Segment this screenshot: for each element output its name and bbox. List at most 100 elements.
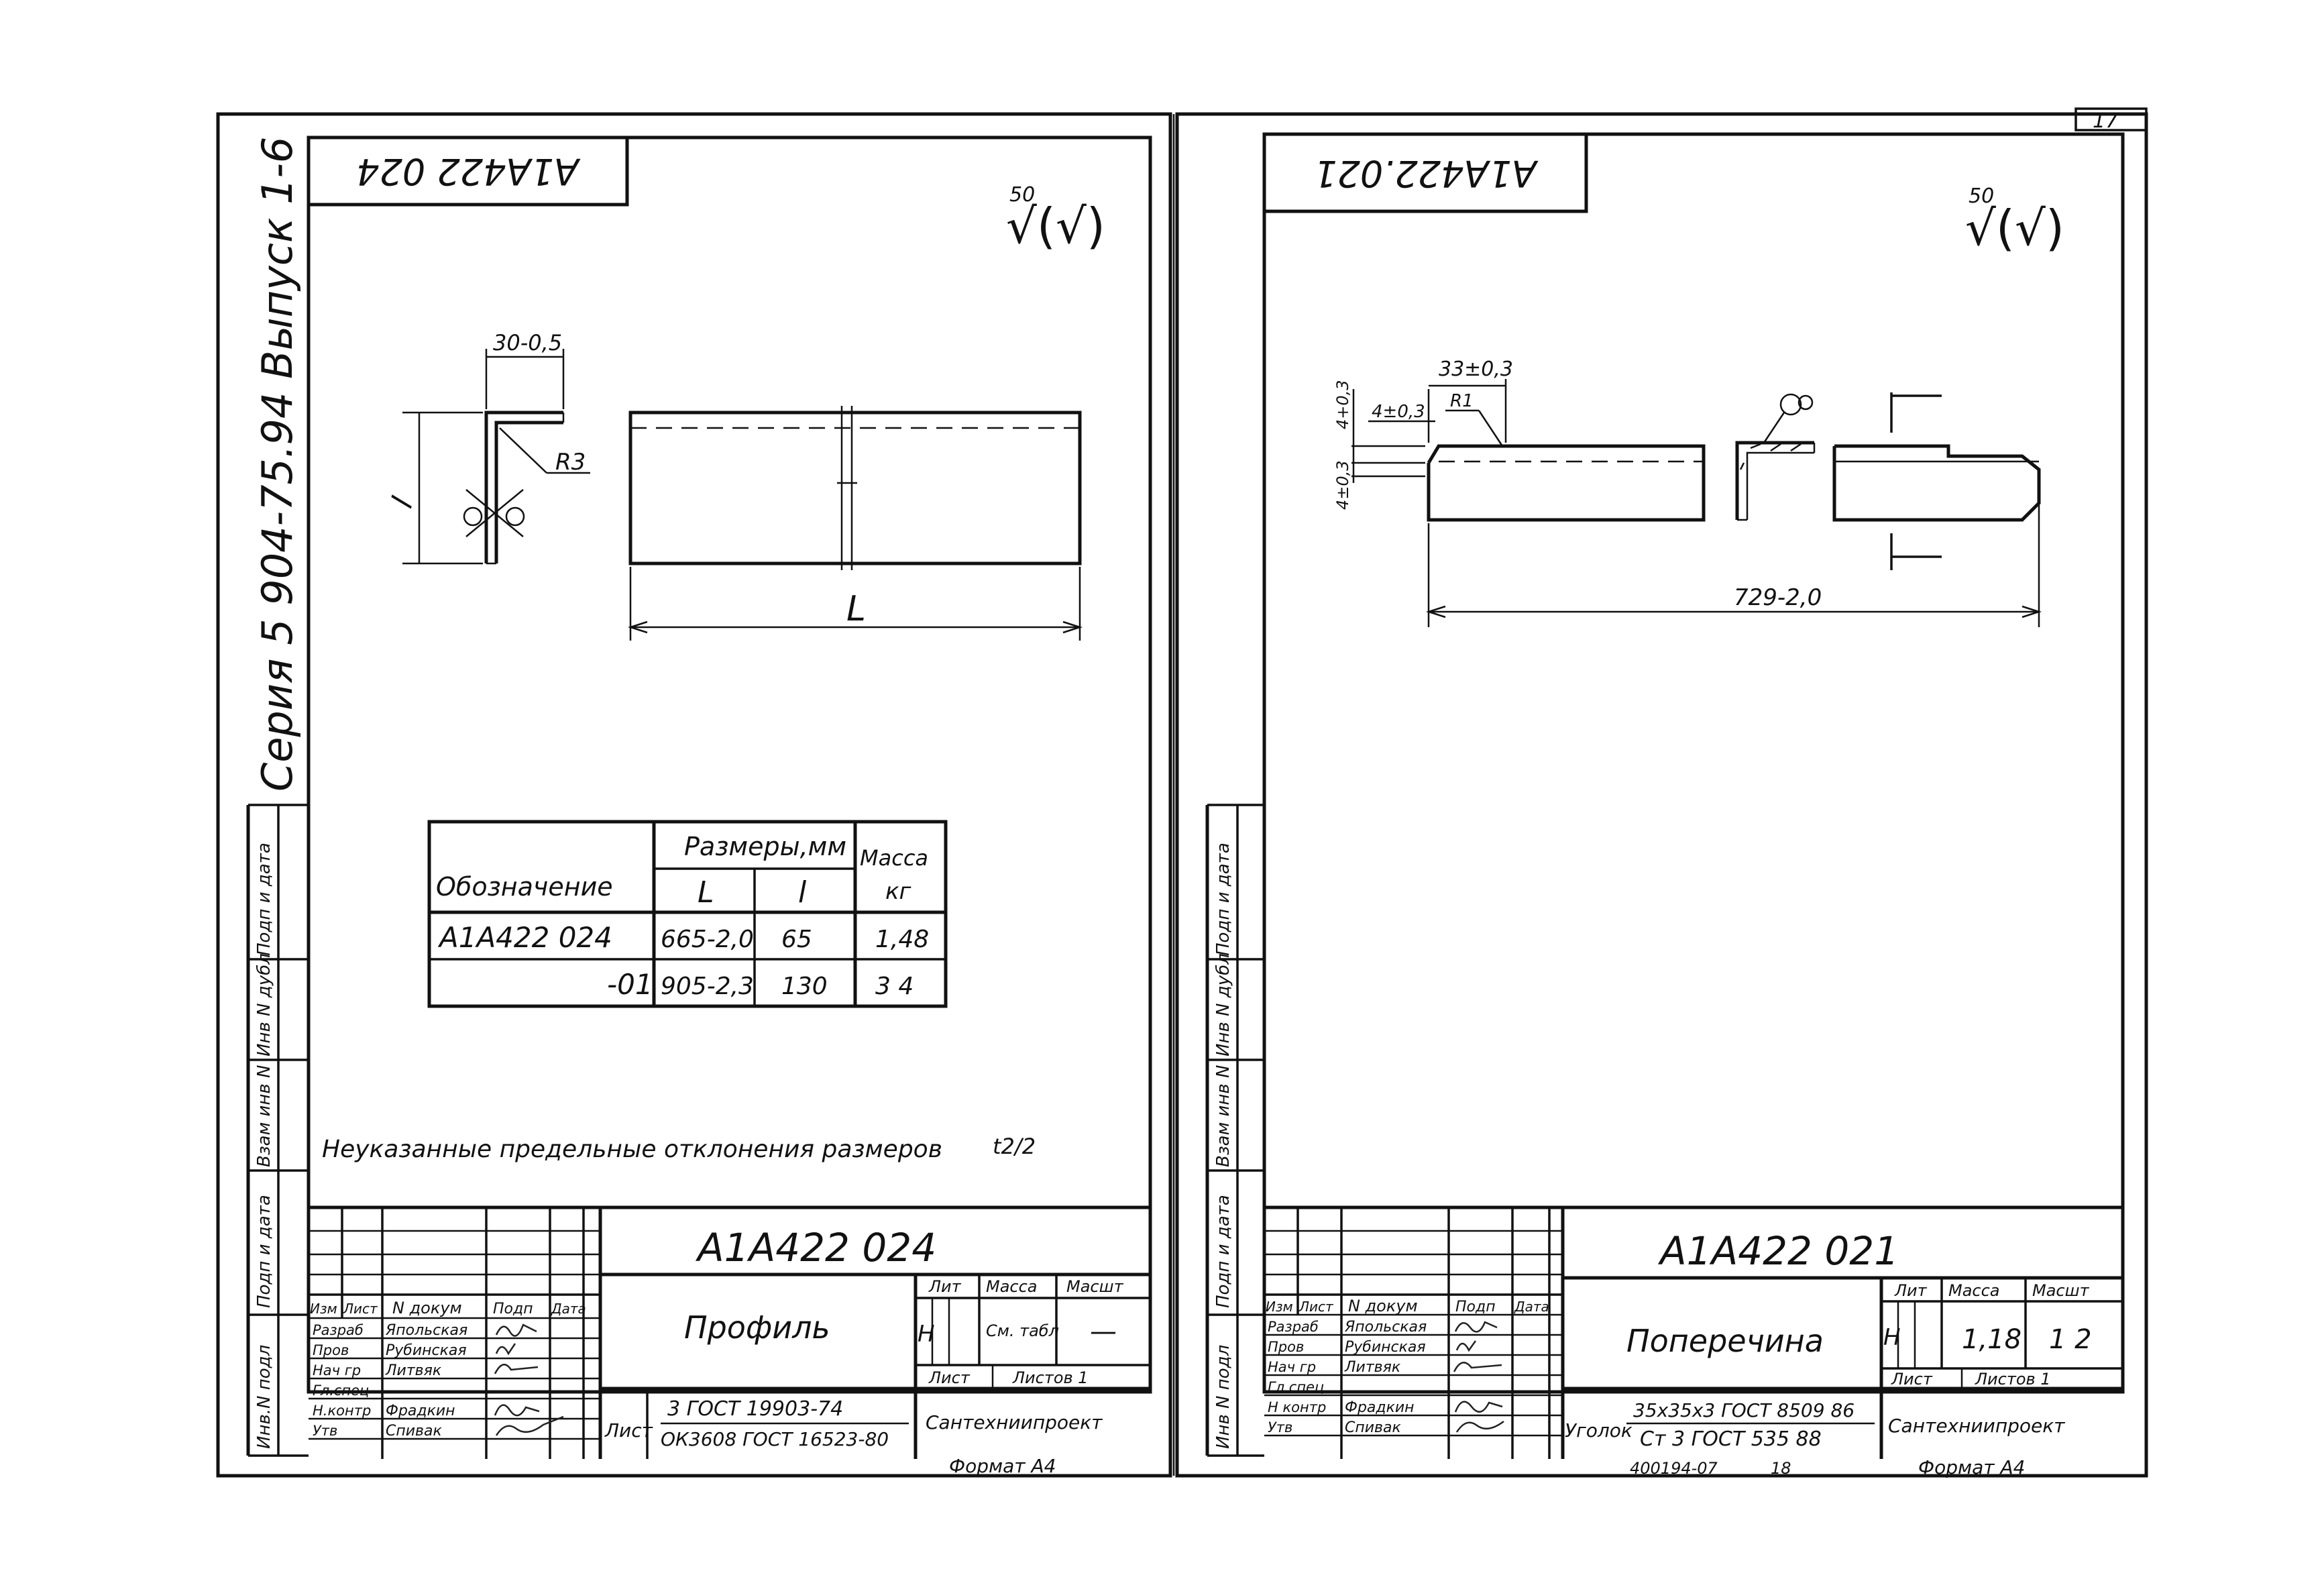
right-tb-name-2: Рубинская xyxy=(1345,1339,1426,1356)
left-margin-label-2: Подп и дата xyxy=(254,1195,274,1308)
right-tb-role-6: Утв xyxy=(1268,1419,1292,1435)
right-tb-role-3: Нач гр xyxy=(1268,1359,1316,1375)
left-vertical-series-stamp: Серия 5 904-75.94 Выпуск 1-6 xyxy=(253,137,302,792)
right-roughness-value: 50 xyxy=(1969,184,1994,208)
left-tb-doc-code: A1A422 024 xyxy=(695,1225,936,1270)
left-tb-head-list: Лист xyxy=(343,1301,378,1317)
left-tolerance-note: Неуказанные предельные отклонения размер… xyxy=(322,1136,942,1163)
left-tb-name-2: Рубинская xyxy=(386,1342,467,1359)
left-tb-role-4: Гл.спец xyxy=(313,1382,369,1399)
right-tb-role-1: Разраб xyxy=(1268,1319,1319,1335)
left-roughness-symbol: √(√) xyxy=(1006,198,1105,254)
right-signature-1 xyxy=(1454,1321,1498,1333)
right-margin-label-2: Подп и дата xyxy=(1213,1195,1233,1308)
left-tb-sheet-label: Лист xyxy=(928,1368,971,1387)
right-tb-lit-label: Лит xyxy=(1894,1281,1928,1300)
right-tb-sheets-label: Листов 1 xyxy=(1975,1370,2051,1389)
right-tb-head-list: Лист xyxy=(1298,1299,1334,1315)
left-signature-5 xyxy=(494,1404,540,1417)
right-tb-sheet-label: Лист xyxy=(1891,1370,1933,1389)
left-tb-name-3: Литвяк xyxy=(385,1362,442,1379)
left-profile-section: 30-0,5 l R3 xyxy=(385,330,590,565)
right-tb-mass-label: Масса xyxy=(1948,1281,2000,1300)
right-signature-3 xyxy=(1453,1362,1502,1372)
right-margin-label-4: Инв N дубл xyxy=(1213,953,1233,1056)
left-table-row1-l: 65 xyxy=(781,926,812,953)
left-table-row1-designation: A1A422 024 xyxy=(437,921,612,954)
right-margin-strip: Инв N подл Подп и дата Взам инв N Инв N … xyxy=(1205,804,1264,1457)
left-dim-30: 30-0,5 xyxy=(493,330,562,356)
right-dim-4c: 4±0,3 xyxy=(1333,460,1352,510)
right-tb-material-line2: Ст 3 ГОСТ 535 88 xyxy=(1640,1427,1822,1451)
left-signature-2 xyxy=(495,1343,516,1356)
right-page-number: 17 xyxy=(2093,109,2118,133)
right-tb-role-2: Пров xyxy=(1268,1339,1304,1355)
left-tb-role-5: Н.контр xyxy=(313,1403,371,1419)
left-profile-side-view: L xyxy=(627,406,1083,641)
left-table-header-designation: Обозначение xyxy=(436,872,613,902)
left-tb-material-line1: 3 ГОСТ 19903-74 xyxy=(667,1397,843,1421)
left-table-header-mass: Масса xyxy=(860,845,928,871)
right-bottom-code: 400194-07 xyxy=(1630,1459,1718,1478)
left-margin-label-3: Взам инв N xyxy=(254,1065,274,1167)
right-signature-2 xyxy=(1455,1340,1477,1352)
left-margin-label-1: Инв.N подл xyxy=(254,1345,274,1449)
right-code-box xyxy=(1262,132,1588,213)
left-code-box xyxy=(307,135,629,207)
right-dim-729: 729-2,0 xyxy=(1734,584,1822,611)
left-tb-head-izm: Изм xyxy=(310,1301,337,1317)
left-table-col-L: L xyxy=(698,875,714,910)
right-tb-lit-value: Н xyxy=(1883,1324,1901,1351)
left-tolerance-note-tol: t2/2 xyxy=(993,1134,1036,1159)
left-tb-head-doc: N докум xyxy=(392,1299,462,1317)
left-table-header-sizes: Размеры,мм xyxy=(684,832,846,861)
right-tb-head-sign: Подп xyxy=(1455,1299,1496,1315)
right-tb-material-prefix: Уголок xyxy=(1565,1419,1633,1442)
left-signature-1 xyxy=(495,1323,537,1337)
left-table-row2-l: 130 xyxy=(781,973,828,1000)
right-dim-4a: 4±0,3 xyxy=(1372,402,1425,422)
left-tb-scale-label: Масшт xyxy=(1066,1277,1124,1296)
right-tb-mass-value: 1,18 xyxy=(1962,1324,2022,1355)
left-table-row2-designation: -01 xyxy=(607,968,653,1001)
left-tb-lit-label: Лит xyxy=(928,1277,962,1296)
right-dim-33: 33±0,3 xyxy=(1439,358,1513,381)
left-table-col-l: l xyxy=(798,875,807,910)
right-tb-part-name: Поперечина xyxy=(1626,1323,1824,1359)
right-tb-role-4: Гл спец xyxy=(1268,1379,1324,1395)
left-tb-material-line2: ОК3608 ГОСТ 16523-80 xyxy=(661,1428,889,1450)
left-sizes-table: Обозначение Размеры,мм Масса L l кг A1A4… xyxy=(427,820,948,1008)
right-tb-name-1: Япольская xyxy=(1344,1319,1427,1336)
right-tb-head-date: Дата xyxy=(1514,1299,1549,1315)
right-tb-head-izm: Изм xyxy=(1266,1299,1293,1315)
right-tb-name-6: Спивак xyxy=(1345,1419,1401,1436)
left-table-row1-mass: 1,48 xyxy=(875,926,929,953)
left-tb-mass-value: См. табл xyxy=(986,1321,1059,1340)
right-roughness-symbol: √(√) xyxy=(1965,200,2064,256)
left-tb-company: Сантехниипроект xyxy=(926,1411,1103,1433)
left-tb-name-5: Фрадкин xyxy=(386,1403,455,1419)
left-tb-sheets-label: Листов 1 xyxy=(1012,1368,1089,1387)
left-tb-scale-value: — xyxy=(1090,1316,1117,1347)
left-roughness-value: 50 xyxy=(1009,183,1035,207)
right-mirrored-code: A1A422.021 xyxy=(1314,152,1539,195)
left-dim-l-small: l xyxy=(385,492,420,512)
right-roughness-mark: 50 √(√) xyxy=(1965,184,2064,256)
right-angle-section xyxy=(1735,393,1816,521)
right-margin-label-5: Подп и дата xyxy=(1213,843,1233,956)
left-tb-head-sign: Подп xyxy=(493,1301,533,1317)
left-sheet-drawing-frame xyxy=(307,135,1152,1394)
left-roughness-mark: 50 √(√) xyxy=(1006,183,1105,254)
left-margin-strip: Инв.N подл Подп и дата Взам инв N Инв N … xyxy=(246,804,309,1457)
right-tb-scale-label: Масшт xyxy=(2032,1281,2090,1300)
right-crossbar-view: 33±0,3 4±0,3 4+0,3 4±0,3 R1 729-2,0 xyxy=(1333,358,2042,627)
left-sheet-outer-border xyxy=(216,112,1172,1478)
right-tb-name-3: Литвяк xyxy=(1344,1359,1401,1376)
left-tb-mass-label: Масса xyxy=(986,1277,1038,1296)
left-table-row2-mass: 3 4 xyxy=(875,973,914,1000)
right-tb-head-doc: N докум xyxy=(1348,1297,1418,1315)
left-table-row2-L: 905-2,3 xyxy=(661,973,754,1000)
right-dim-4b: 4+0,3 xyxy=(1333,380,1352,429)
left-format-label: Формат А4 xyxy=(949,1455,1056,1477)
right-page-number-box xyxy=(2074,107,2148,131)
